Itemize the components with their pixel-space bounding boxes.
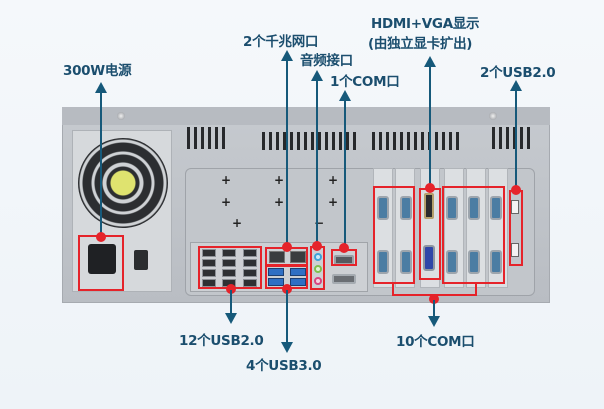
label-com1: 1个COM口 xyxy=(330,74,400,90)
knockout-icon: − xyxy=(314,216,325,230)
usb2-port[interactable] xyxy=(202,269,216,277)
arrow-com10 xyxy=(433,300,435,318)
knockout-icon: + xyxy=(221,195,232,209)
knockout-icon: + xyxy=(274,173,285,187)
marker-dot xyxy=(429,294,439,304)
vent-slots xyxy=(187,127,229,149)
usb2-port[interactable] xyxy=(202,249,216,257)
screw-icon xyxy=(489,112,497,120)
lan-port[interactable] xyxy=(269,251,285,263)
marker-dot xyxy=(96,232,106,242)
arrow-audio xyxy=(316,78,318,248)
arrow-head-icon xyxy=(428,316,440,327)
label-display-line2: (由独立显卡扩出) xyxy=(368,36,473,52)
usb2-port[interactable] xyxy=(202,279,216,287)
arrow-head-icon xyxy=(424,56,436,67)
usb2-port[interactable] xyxy=(202,259,216,267)
usb3-port[interactable] xyxy=(268,278,284,286)
com-left-highlight-box xyxy=(373,186,415,284)
screw-icon xyxy=(117,112,125,120)
knockout-icon: + xyxy=(232,216,243,230)
marker-dot xyxy=(226,284,236,294)
label-usb2-12: 12个USB2.0 xyxy=(179,333,264,349)
arrow-head-icon xyxy=(510,80,522,91)
usb2-port[interactable] xyxy=(222,259,236,267)
arrow-usb3-4 xyxy=(286,290,288,344)
com-port[interactable] xyxy=(446,250,458,274)
label-audio: 音频接口 xyxy=(300,53,353,69)
knockout-icon: + xyxy=(274,195,285,209)
hdmi-port[interactable] xyxy=(424,193,434,219)
marker-dot xyxy=(312,241,322,251)
com-port[interactable] xyxy=(400,196,412,220)
audio-highlight-box xyxy=(310,246,325,290)
arrow-com1 xyxy=(344,98,346,248)
label-power: 300W电源 xyxy=(63,63,132,79)
label-usb3-4: 4个USB3.0 xyxy=(246,358,322,374)
com-port[interactable] xyxy=(377,196,389,220)
power-inlet-icon xyxy=(88,244,116,274)
com-port[interactable] xyxy=(468,250,480,274)
arrow-usb2-12 xyxy=(230,290,232,315)
usb2-port[interactable] xyxy=(243,249,257,257)
vent-slots xyxy=(492,127,530,149)
usb2-port[interactable] xyxy=(243,279,257,287)
usb2-port[interactable] xyxy=(243,269,257,277)
usb2-right-highlight-box xyxy=(509,190,523,266)
com-right-highlight-box xyxy=(442,186,505,284)
marker-dot xyxy=(282,242,292,252)
com-port[interactable] xyxy=(490,250,502,274)
onboard-vga-port[interactable] xyxy=(332,274,356,284)
power-switch[interactable] xyxy=(134,250,148,270)
display-highlight-box xyxy=(419,188,441,280)
usb2-port-right[interactable] xyxy=(511,243,519,257)
vent-slots xyxy=(372,132,460,150)
arrow-head-icon xyxy=(281,342,293,353)
usb3-port[interactable] xyxy=(290,278,306,286)
power-highlight-box xyxy=(78,235,124,291)
arrow-power xyxy=(100,90,102,240)
marker-dot xyxy=(282,284,292,294)
knockout-icon: + xyxy=(328,173,339,187)
arrow-head-icon xyxy=(225,313,237,324)
lan-port[interactable] xyxy=(290,251,306,263)
label-lan: 2个千兆网口 xyxy=(243,34,319,50)
fan-grille-icon xyxy=(78,138,168,228)
arrow-usb2-right xyxy=(515,88,517,188)
arrow-head-icon xyxy=(281,50,293,61)
usb3-port[interactable] xyxy=(290,268,306,276)
arrow-display xyxy=(429,65,431,185)
usb3-port[interactable] xyxy=(268,268,284,276)
audio-jack-line-in[interactable] xyxy=(314,253,322,261)
marker-dot xyxy=(425,183,435,193)
label-usb2-right: 2个USB2.0 xyxy=(480,65,556,81)
marker-dot xyxy=(339,243,349,253)
vga-port[interactable] xyxy=(423,245,435,271)
usb2-port-right[interactable] xyxy=(511,200,519,214)
arrow-head-icon xyxy=(339,90,351,101)
audio-jack-mic[interactable] xyxy=(314,277,322,285)
knockout-icon: + xyxy=(328,195,339,209)
label-com10: 10个COM口 xyxy=(396,334,475,350)
knockout-icon: + xyxy=(221,173,232,187)
arrow-lan xyxy=(286,58,288,248)
chassis-top-rail xyxy=(62,107,550,125)
vent-slots xyxy=(262,132,357,150)
usb2-port[interactable] xyxy=(243,259,257,267)
label-display-line1: HDMI+VGA显示 xyxy=(371,16,480,32)
com-port[interactable] xyxy=(468,196,480,220)
arrow-head-icon xyxy=(95,82,107,93)
com-port[interactable] xyxy=(490,196,502,220)
com-port[interactable] xyxy=(400,250,412,274)
usb2-port[interactable] xyxy=(222,269,236,277)
marker-dot xyxy=(511,185,521,195)
usb2-port[interactable] xyxy=(222,249,236,257)
arrow-head-icon xyxy=(311,70,323,81)
com-port[interactable] xyxy=(446,196,458,220)
audio-jack-line-out[interactable] xyxy=(314,265,322,273)
com-port[interactable] xyxy=(377,250,389,274)
usb2-highlight-box xyxy=(198,246,262,289)
